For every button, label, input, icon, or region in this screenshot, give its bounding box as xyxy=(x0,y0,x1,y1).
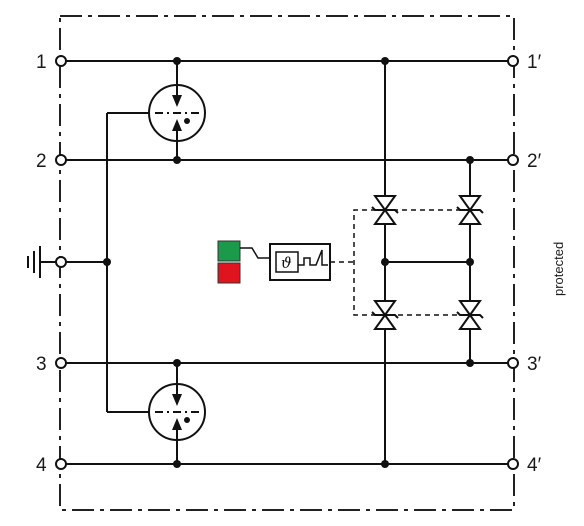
junction-dots xyxy=(103,57,474,468)
ground-icon xyxy=(27,246,41,278)
thermal-disconnector-icon: ϑ xyxy=(269,243,331,281)
terminal-label-4-prime: 4′ xyxy=(527,455,542,476)
terminal-label-3-prime: 3′ xyxy=(527,354,542,375)
gas-discharge-tube-icon xyxy=(148,84,206,142)
protected-side-label: protected xyxy=(551,242,566,296)
terminal-label-1: 1 xyxy=(36,52,47,73)
thermal-coupling-outline xyxy=(353,209,470,316)
indicator-link xyxy=(240,247,270,259)
terminal-label-2-prime: 2′ xyxy=(527,151,542,172)
terminal-label-2: 2 xyxy=(36,151,47,172)
bidirectional-tvs-diode-icon xyxy=(456,300,484,330)
terminal-points xyxy=(55,55,519,470)
bidirectional-tvs-diode-icon xyxy=(456,195,484,225)
terminal-label-1-prime: 1′ xyxy=(527,52,542,73)
terminal-label-3: 3 xyxy=(36,354,47,375)
status-indicator xyxy=(217,240,270,284)
bidirectional-tvs-diode-icon xyxy=(371,300,399,330)
gas-discharge-tube-icon xyxy=(148,383,206,441)
status-ok-lamp xyxy=(217,240,241,262)
status-fault-lamp xyxy=(217,262,241,284)
terminal-label-4: 4 xyxy=(36,455,47,476)
thermal-symbol: ϑ xyxy=(281,254,292,272)
